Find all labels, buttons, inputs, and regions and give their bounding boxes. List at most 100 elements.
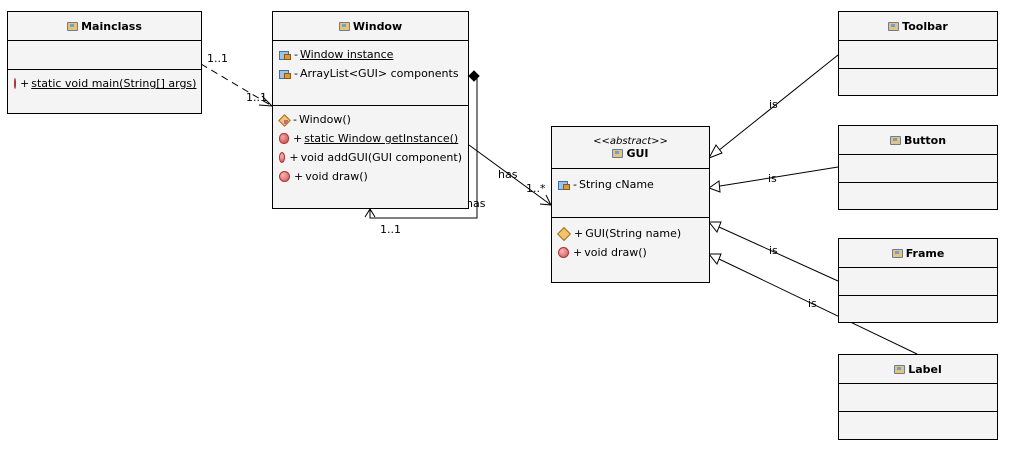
class-name-compartment: Frame: [839, 239, 997, 268]
class-name: GUI: [626, 146, 649, 160]
class-name: Mainclass: [81, 19, 142, 33]
method-icon: [558, 247, 569, 258]
class-name-compartment: Window: [273, 12, 468, 41]
label-is-label: is: [808, 297, 817, 310]
attributes-compartment: [839, 41, 997, 69]
operation-gui-constructor[interactable]: + GUI(String name): [556, 224, 703, 243]
stereotype: <<abstract>>: [593, 135, 668, 147]
operation-get-instance[interactable]: + static Window getInstance(): [279, 129, 462, 148]
self-association-multiplicity: 1..1: [380, 223, 401, 236]
operation-main[interactable]: + static void main(String[] args): [14, 74, 197, 93]
class-name-compartment: Label: [839, 355, 997, 384]
association-line-window-gui: [468, 144, 552, 206]
generalization-line-button: [719, 166, 839, 187]
class-button[interactable]: Button: [838, 125, 998, 210]
class-toolbar[interactable]: Toolbar: [838, 11, 998, 96]
class-frame[interactable]: Frame: [838, 238, 998, 323]
operation-draw[interactable]: + void draw(): [558, 243, 703, 262]
class-title: Button: [889, 133, 947, 147]
operations-compartment: + static void main(String[] args): [8, 70, 201, 113]
visibility: -: [293, 113, 297, 126]
operation-window-constructor[interactable]: - Window(): [279, 110, 462, 129]
class-icon: [891, 248, 903, 258]
attribute-instance[interactable]: - Window instance: [279, 45, 462, 64]
attribute-signature: Window instance: [299, 48, 394, 61]
composition-diamond: [468, 70, 480, 82]
generalization-arrowhead-toolbar: [707, 144, 723, 159]
class-title: Frame: [891, 246, 945, 260]
self-association-label: has: [466, 197, 486, 210]
class-icon: [338, 21, 350, 31]
visibility: +: [573, 246, 583, 259]
class-gui[interactable]: <<abstract>> GUI - String cName + GUI(St…: [551, 126, 710, 283]
class-title: Toolbar: [888, 20, 948, 33]
operation-signature: void draw(): [584, 246, 647, 259]
association-multiplicity: 1..*: [526, 182, 546, 195]
operations-compartment: [839, 69, 997, 95]
class-icon: [612, 148, 624, 158]
visibility: -: [294, 48, 298, 61]
class-name: Toolbar: [902, 19, 948, 33]
frame-is-label: is: [769, 244, 778, 257]
class-name-compartment: <<abstract>> GUI: [552, 127, 709, 169]
generalization-arrowhead-button: [707, 180, 721, 193]
class-name: Window: [352, 19, 403, 33]
attributes-compartment: - String cName: [552, 169, 709, 218]
class-name: Button: [903, 133, 947, 147]
attribute-components[interactable]: - ArrayList<GUI> components: [279, 64, 462, 83]
attribute-signature: ArrayList<GUI> components: [299, 67, 459, 80]
operations-compartment: [839, 296, 997, 322]
class-icon: [894, 364, 906, 374]
operation-add-gui[interactable]: + void addGUI(GUI component): [279, 148, 462, 167]
association-label: has: [498, 168, 518, 181]
generalization-arrowhead-label: [707, 253, 722, 265]
field-icon: [279, 69, 291, 79]
visibility: +: [20, 77, 30, 90]
constructor-icon: [556, 226, 572, 241]
operation-signature: void addGUI(GUI component): [300, 151, 462, 164]
class-title: Mainclass: [67, 20, 142, 33]
main-source-multiplicity: 1..1: [207, 52, 228, 65]
attributes-compartment: [839, 384, 997, 412]
class-title: GUI: [612, 146, 649, 160]
visibility: -: [573, 178, 577, 191]
private-constructor-icon: [279, 115, 290, 125]
attribute-cname[interactable]: - String cName: [558, 175, 703, 194]
generalization-line-label: [718, 258, 918, 355]
attributes-compartment: [8, 41, 201, 70]
method-icon: [279, 171, 290, 182]
operations-compartment: [839, 183, 997, 209]
class-name-compartment: Button: [839, 126, 997, 155]
operations-compartment: [839, 412, 997, 439]
class-title: Window: [338, 19, 403, 33]
class-name-compartment: Toolbar: [839, 12, 997, 41]
generalization-line-frame: [718, 226, 839, 282]
operation-signature: static Window getInstance(): [304, 132, 459, 145]
method-icon: [279, 152, 286, 163]
class-window[interactable]: Window - Window instance - ArrayList<GUI…: [272, 11, 469, 209]
toolbar-is-label: is: [769, 98, 778, 111]
visibility: +: [574, 227, 584, 240]
operation-signature: static void main(String[] args): [31, 77, 197, 90]
class-icon: [889, 135, 901, 145]
visibility: +: [293, 132, 303, 145]
operations-compartment: + GUI(String name) + void draw(): [552, 218, 709, 282]
field-icon: [558, 180, 570, 190]
class-mainclass[interactable]: Mainclass + static void main(String[] ar…: [7, 11, 202, 114]
class-name: Frame: [905, 246, 945, 260]
operation-draw[interactable]: + void draw(): [279, 167, 462, 186]
class-icon: [888, 21, 900, 31]
static-method-icon: [279, 133, 289, 144]
button-is-label: is: [768, 172, 777, 185]
visibility: +: [294, 170, 304, 183]
class-name-compartment: Mainclass: [8, 12, 201, 41]
class-name: Label: [908, 362, 942, 376]
static-method-icon: [14, 78, 16, 89]
operations-compartment: - Window() + static Window getInstance()…: [273, 106, 468, 208]
class-label[interactable]: Label: [838, 354, 998, 440]
operation-signature: Window(): [298, 113, 351, 126]
visibility: -: [294, 67, 298, 80]
static-field-icon: [279, 50, 291, 60]
